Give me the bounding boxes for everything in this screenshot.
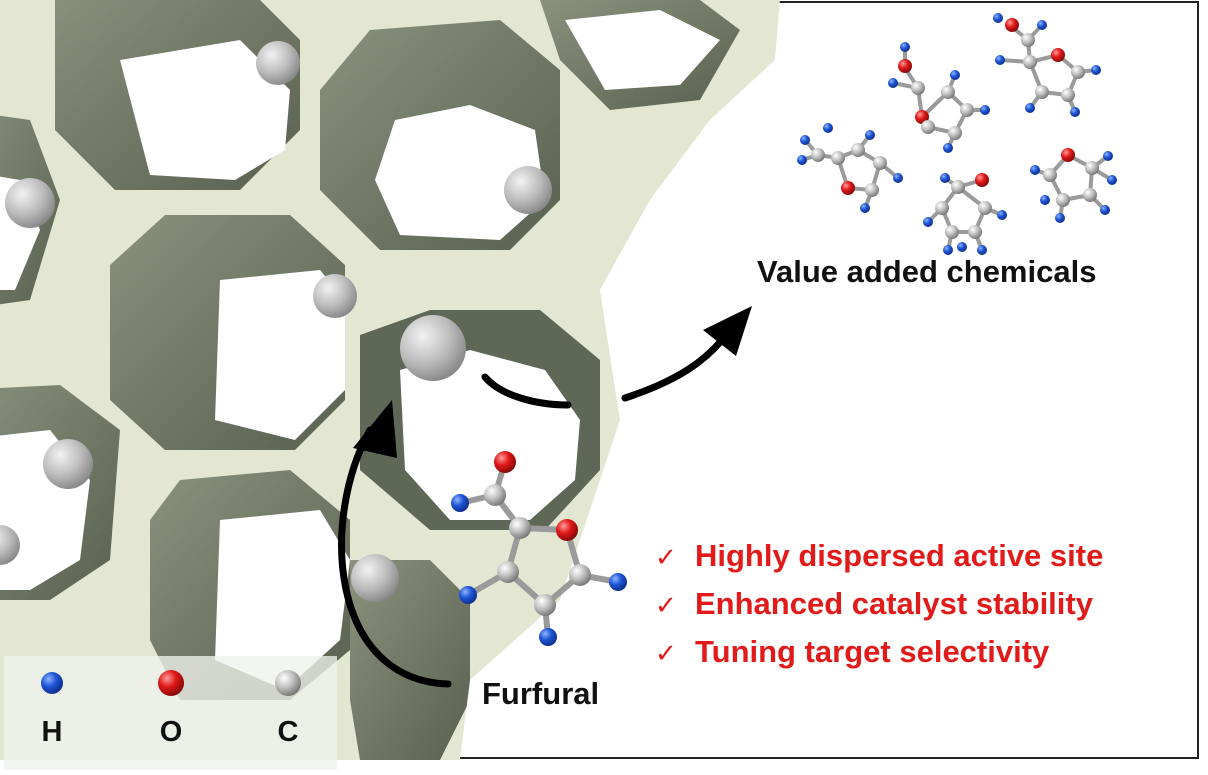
pore-1 (55, 0, 300, 190)
product-molecule-3 (797, 123, 903, 213)
legend-oxygen-label: O (159, 716, 183, 748)
metal-site (504, 166, 552, 214)
product-molecule-2 (993, 13, 1101, 117)
metal-site (5, 178, 55, 228)
benefit-item: ✓ Enhanced catalyst stability (655, 581, 1103, 629)
metal-site (351, 554, 399, 602)
pore-3 (540, 0, 740, 110)
product-molecule-4 (923, 173, 1007, 255)
product-molecule-1 (888, 42, 990, 153)
arrow-in (338, 426, 452, 688)
products-title: Value added chemicals (757, 254, 1097, 289)
metal-site (313, 274, 357, 318)
benefit-text: Enhanced catalyst stability (695, 586, 1093, 621)
hydrogen-atom-icon (41, 672, 63, 694)
arrow-in-head (353, 400, 397, 458)
oxygen-atom-icon (158, 670, 184, 696)
pore-9 (350, 560, 470, 760)
arrow-out-left (481, 373, 572, 409)
furfural-label: Furfural (482, 676, 600, 711)
arrow-out-right (621, 336, 726, 402)
benefits-list: ✓ Highly dispersed active site ✓ Enhanced … (655, 533, 1103, 677)
legend-carbon-label: C (277, 716, 299, 748)
check-icon: ✓ (655, 591, 677, 621)
product-molecule-5 (1030, 148, 1117, 223)
carbon-atom-icon (275, 670, 301, 696)
benefit-item: ✓ Tuning target selectivity (655, 629, 1103, 677)
benefit-text: Highly dispersed active site (695, 538, 1104, 573)
metal-site (256, 41, 300, 85)
pore-8 (150, 470, 350, 700)
metal-site (43, 439, 93, 489)
legend-hydrogen-label: H (41, 716, 63, 748)
active-metal-site (400, 315, 466, 381)
atom-legend: H O C (4, 656, 337, 770)
check-icon: ✓ (655, 639, 677, 669)
benefit-item: ✓ Highly dispersed active site (655, 533, 1103, 581)
benefit-text: Tuning target selectivity (695, 634, 1050, 669)
arrow-out-head (703, 306, 752, 356)
reaction-arrows (338, 336, 726, 688)
pore-2 (320, 20, 560, 250)
check-icon: ✓ (655, 543, 677, 573)
pore-4 (110, 215, 345, 450)
metal-site (0, 525, 20, 565)
furfural-molecule (451, 451, 627, 646)
